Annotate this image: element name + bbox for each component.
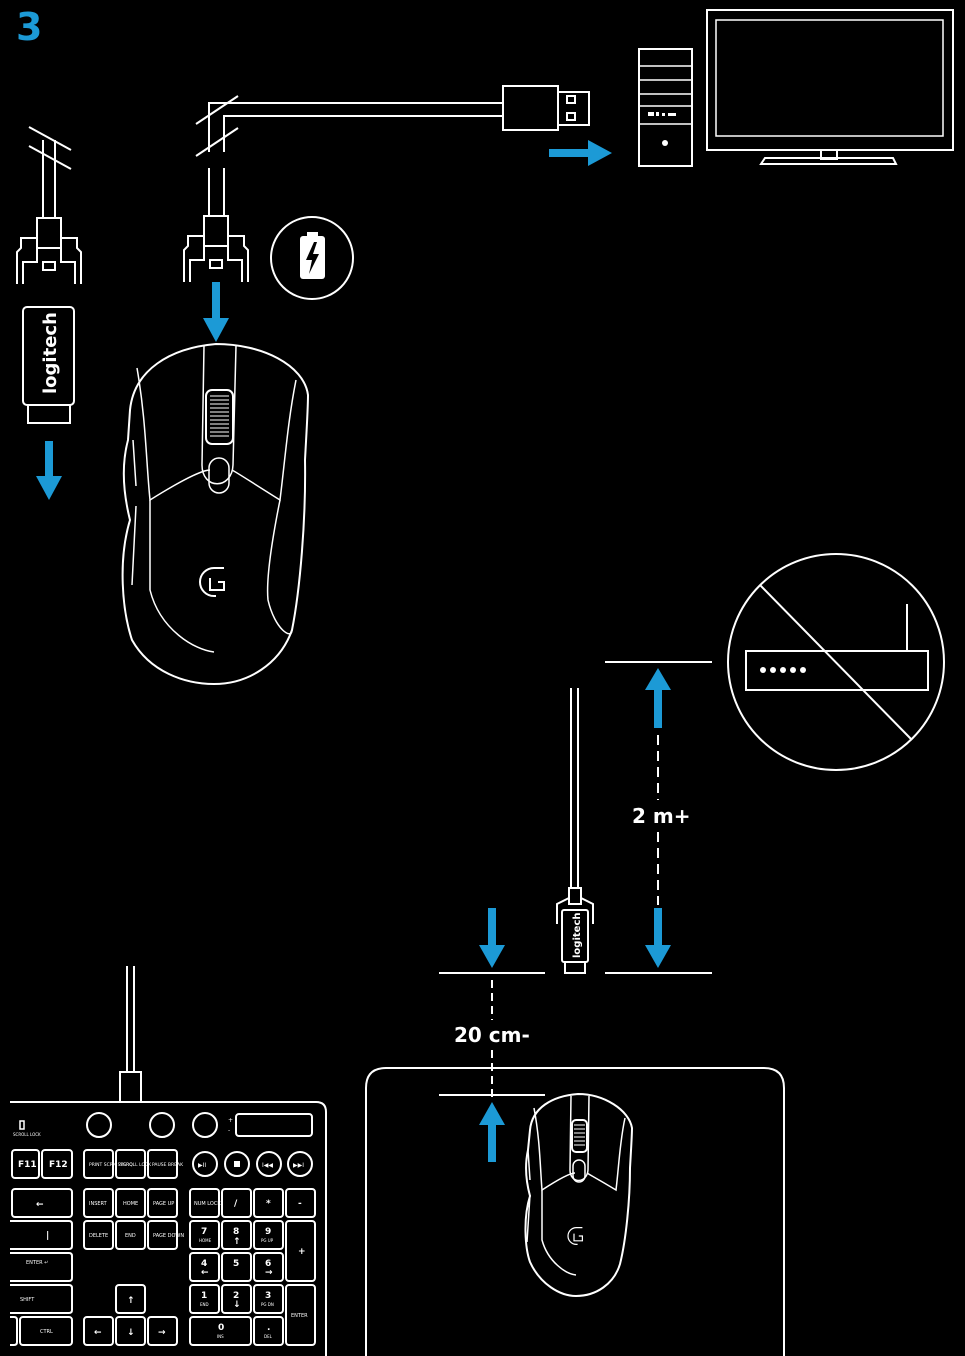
key-page-up: PAGE UP [153, 1201, 174, 1207]
key-plus: + [298, 1247, 306, 1257]
key-num6: 6 [265, 1259, 271, 1269]
key-num1-sub: END [200, 1302, 209, 1307]
key-enter: ENTER ↵ [26, 1260, 48, 1266]
key-backspace: ← [36, 1200, 44, 1210]
receiver-cable [16, 126, 82, 285]
key-num7: 7 [201, 1227, 207, 1237]
usb-receiver: logitech [22, 306, 75, 424]
key-end: END [125, 1233, 136, 1239]
arrow-to-computer [549, 140, 612, 166]
key-num0: 0 [218, 1323, 224, 1333]
keyboard: SCROLL LOCK + - F11 F12 PRINT SCRN SYSRQ… [10, 1101, 327, 1356]
extender-brand: logitech [572, 913, 583, 959]
g-logo-icon [199, 567, 225, 597]
key-num8-sub: ↑ [233, 1237, 241, 1247]
svg-text:I◀◀: I◀◀ [262, 1162, 273, 1169]
mouse-large [121, 342, 310, 686]
g-logo-small-icon [567, 1226, 584, 1246]
mouse-small [524, 1092, 634, 1298]
key-num0-sub: INS [217, 1334, 224, 1339]
distance-far-label: 2 m+ [632, 804, 690, 828]
keyboard-cable [119, 966, 142, 1103]
battery-charging-icon [270, 216, 354, 300]
step-number: 3 [16, 5, 42, 49]
key-page-down: PAGE DOWN [153, 1233, 184, 1239]
key-num1: 1 [201, 1291, 207, 1301]
arrow-receiver-down [36, 441, 62, 500]
key-home: HOME [123, 1201, 138, 1207]
key-insert: INSERT [89, 1201, 108, 1207]
key-num6-sub: → [265, 1268, 273, 1278]
key-num7-sub: HOME [199, 1238, 212, 1243]
key-f11: F11 [18, 1160, 37, 1170]
receiver-brand: logitech [40, 312, 61, 394]
key-num2: 2 [233, 1291, 239, 1301]
key-num4: 4 [201, 1259, 207, 1269]
key-left: ← [94, 1328, 102, 1338]
distance-far-marker [605, 661, 712, 974]
key-num2-sub: ↓ [233, 1300, 241, 1310]
key-backslash: | [46, 1231, 49, 1241]
usb-cable [195, 85, 590, 216]
key-num3: 3 [265, 1291, 271, 1301]
monitor-icon [706, 9, 954, 165]
key-print: PRINT SCRN SYSRQ [89, 1162, 133, 1168]
computer-tower-icon [638, 48, 693, 167]
key-num5: 5 [233, 1259, 239, 1269]
key-minus: - [298, 1199, 302, 1209]
key-decimal-sub: DEL [264, 1334, 273, 1339]
key-down: ↓ [127, 1328, 135, 1338]
key-right: → [158, 1328, 166, 1338]
key-shift: SHIFT [20, 1297, 35, 1303]
key-num8: 8 [233, 1227, 239, 1237]
mousepad [365, 1067, 785, 1356]
receiver-extender: logitech [556, 688, 594, 974]
distance-near-marker [439, 908, 545, 1162]
no-router-icon [727, 553, 945, 771]
key-num-enter: ENTER [291, 1313, 308, 1319]
svg-text:▶II: ▶II [198, 1162, 206, 1169]
key-up: ↑ [127, 1296, 135, 1306]
svg-text:+: + [228, 1117, 233, 1124]
key-num9-sub: PG UP [261, 1238, 274, 1243]
key-pause: PAUSE BREAK [152, 1162, 184, 1168]
distance-near-label: 20 cm- [454, 1023, 530, 1047]
key-f12: F12 [49, 1160, 68, 1170]
svg-text:▶▶I: ▶▶I [293, 1162, 304, 1169]
key-num9: 9 [265, 1227, 271, 1237]
key-decimal: . [267, 1323, 270, 1333]
arrow-cable-to-mouse [203, 282, 229, 342]
key-num-lock: NUM LOCK [194, 1201, 221, 1207]
key-ctrl: CTRL [40, 1329, 53, 1335]
key-delete: DELETE [89, 1233, 108, 1239]
key-divide: / [234, 1199, 238, 1209]
key-num4-sub: ← [201, 1268, 209, 1278]
key-multiply: * [266, 1199, 271, 1209]
svg-text:-: - [228, 1127, 230, 1134]
key-scroll: SCROLL LOCK [120, 1162, 152, 1168]
key-num3-sub: PG DN [261, 1302, 274, 1307]
key-label-scroll-lock-indicator: SCROLL LOCK [13, 1132, 41, 1137]
